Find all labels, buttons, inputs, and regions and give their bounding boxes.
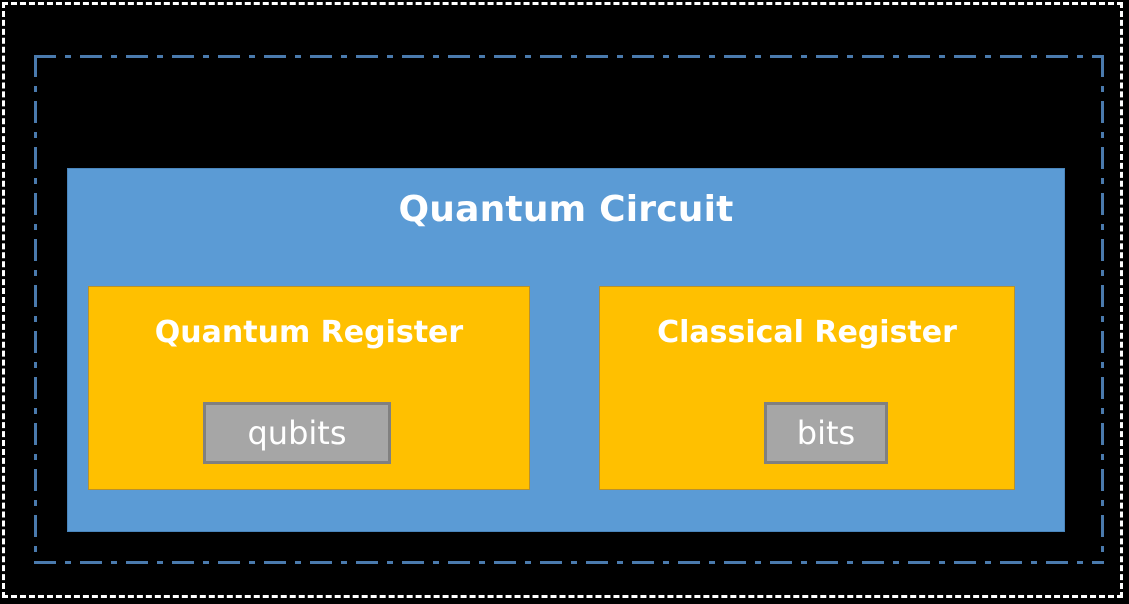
qubits-box[interactable]: qubits [203, 402, 391, 464]
classical-register-box[interactable]: Classical Register bits [599, 286, 1015, 490]
bits-label: bits [796, 414, 856, 452]
quantum-register-box[interactable]: Quantum Register qubits [88, 286, 530, 490]
quantum-register-title: Quantum Register [154, 315, 464, 350]
quantum-circuit-panel[interactable]: Quantum Circuit Quantum Register qubits … [67, 168, 1065, 532]
bits-box[interactable]: bits [764, 402, 888, 464]
qubits-label: qubits [247, 414, 347, 452]
classical-register-title: Classical Register [657, 315, 957, 350]
quantum-circuit-title: Quantum Circuit [398, 189, 734, 230]
